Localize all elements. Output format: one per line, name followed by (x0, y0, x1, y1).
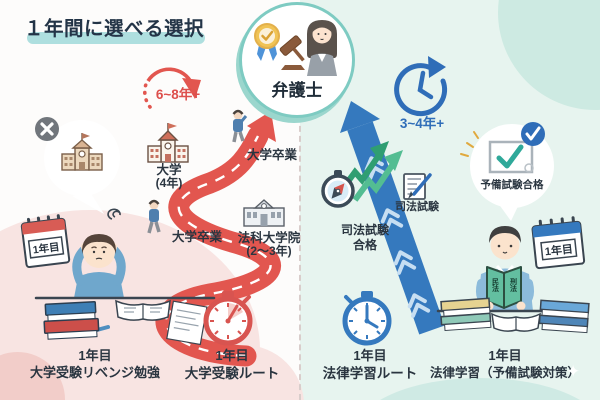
bar-pass-label-line2: 合格 (352, 238, 377, 252)
law-book-open-icon: 民法 刑法 (486, 266, 522, 309)
calendar-icon-right: 1年目 (531, 216, 586, 270)
prelim-pass-bubble (460, 122, 554, 221)
lawyer-person (307, 20, 337, 76)
walker-icon-mid (147, 199, 161, 234)
university-icon (147, 123, 189, 163)
red-arrowhead (247, 111, 276, 142)
bar-exam-label: 司法試験 (395, 201, 439, 213)
blue-arrowhead (340, 101, 380, 133)
medal-icon (254, 23, 280, 61)
law-school-years-label: (2～3年) (246, 244, 292, 258)
center-dashed-divider (299, 116, 301, 400)
bar-pass-label-line1: 司法試験 (340, 223, 389, 237)
law-route-label: 法律学習ルート (322, 366, 418, 381)
frustration-scribble-icon (107, 208, 121, 220)
open-book-icon (115, 299, 171, 321)
sparkle-lines-icon (460, 131, 479, 157)
stopwatch-blue-icon (342, 291, 392, 346)
study-year-label: 1年目 (488, 348, 522, 363)
title-highlight (27, 32, 205, 44)
book-right-title: 刑法 (510, 277, 518, 293)
walker-icon-top (232, 109, 248, 143)
right-duration-label: 3~4年+ (399, 116, 445, 131)
gear-icon (524, 163, 534, 173)
law-school-icon (243, 199, 285, 227)
university-label: 大学 (156, 163, 182, 177)
compass-icon (321, 170, 355, 208)
reading-student-illustration: 民法 刑法 (436, 216, 590, 334)
page-title-wrap: １年間に選べる選択 (24, 12, 205, 44)
document-pencil-icon (403, 173, 432, 200)
left-duration-label: 6~8年+ (155, 87, 201, 102)
page-title: １年間に選べる選択 (24, 18, 205, 40)
prelim-pass-label: 予備試験合格 (480, 179, 544, 191)
calendar-icon-left: 1年目 (20, 214, 71, 269)
failed-school-bubble (35, 117, 120, 214)
book-stack-icon-left (43, 300, 100, 340)
revenge-year-label: 1年目 (78, 348, 112, 363)
book-left-title: 民法 (492, 278, 500, 293)
sparkle-icon: ✦ (566, 362, 581, 381)
school-icon (61, 133, 103, 171)
calendar-year-label: 1年目 (32, 240, 60, 256)
book-stack-icon-left (440, 297, 492, 332)
gavel-icon (279, 35, 305, 70)
book-stack-icon-right (538, 299, 590, 334)
stressed-student-illustration: 1年目 (20, 208, 216, 346)
exam-route-label: 大学受験ルート (184, 366, 280, 381)
goal-circle: 弁護士 (239, 2, 355, 118)
cycle-arrow-icon (142, 67, 201, 109)
law-route-year-label: 1年目 (353, 348, 387, 363)
lawyer-illustration (254, 20, 337, 76)
revenge-route-label: 大学受験リベンジ勉強 (29, 365, 160, 380)
grad-mid-label: 大学卒業 (171, 230, 222, 244)
study-route-label: 法律学習（予備試験対策） (429, 366, 580, 380)
clock-icon (394, 56, 448, 117)
grad-top-label: 大学卒業 (246, 148, 297, 162)
red-route-road (155, 111, 281, 367)
blue-route-arrow (340, 101, 445, 335)
university-years-label: (4年) (155, 176, 183, 190)
stopwatch-red-icon (203, 291, 253, 346)
law-school-label: 法科大学院 (237, 231, 301, 245)
open-book-icon (491, 312, 541, 332)
goal-label: 弁護士 (271, 81, 323, 100)
paper-sheet-icon (166, 300, 208, 346)
calendar-year-label: 1年目 (544, 242, 573, 259)
exam-route-year-label: 1年目 (215, 348, 249, 363)
